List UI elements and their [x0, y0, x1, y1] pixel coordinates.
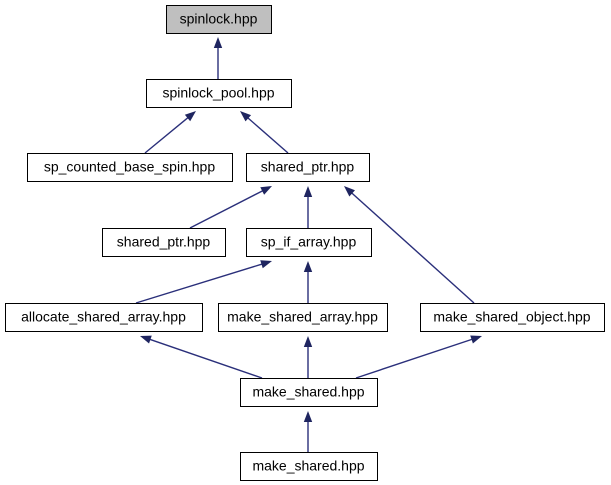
node-box[interactable]	[102, 228, 226, 257]
node-box[interactable]	[240, 452, 378, 481]
edge-make_shared_array-to-sp_if_array	[303, 261, 313, 303]
node-box[interactable]	[218, 303, 388, 332]
node-shared_ptr_r4[interactable]: shared_ptr.hpp	[102, 228, 226, 257]
node-box[interactable]	[5, 303, 203, 332]
edge-line	[135, 263, 264, 304]
edge-arrowhead	[213, 37, 223, 48]
edge-line	[355, 338, 474, 379]
edge-arrowhead	[303, 186, 313, 197]
edge-arrowhead	[184, 111, 196, 122]
edge-line	[148, 338, 263, 379]
edge-arrowhead	[140, 335, 152, 344]
edge-arrowhead	[303, 336, 313, 347]
edge-shared_ptr_r3-to-spinlock_pool	[240, 111, 289, 154]
node-box[interactable]	[27, 153, 233, 182]
node-box[interactable]	[246, 228, 372, 257]
edge-make_shared_r6-to-make_shared_object	[355, 335, 482, 379]
edge-arrowhead	[260, 260, 272, 269]
node-make_shared_object[interactable]: make_shared_object.hpp	[420, 303, 605, 332]
edge-sp_if_array-to-shared_ptr_r3	[303, 186, 313, 228]
node-box[interactable]	[166, 5, 272, 34]
node-box[interactable]	[420, 303, 605, 332]
edge-allocate_shared_array-to-sp_if_array	[135, 260, 272, 304]
edge-make_shared_r7-to-make_shared_r6	[303, 411, 313, 452]
edge-arrowhead	[303, 261, 313, 272]
edge-arrowhead	[470, 335, 482, 344]
node-shared_ptr_r3[interactable]: shared_ptr.hpp	[246, 153, 370, 182]
edge-make_shared_r6-to-allocate_shared_array	[140, 335, 263, 379]
edge-line	[350, 191, 475, 304]
node-make_shared_array[interactable]: make_shared_array.hpp	[218, 303, 388, 332]
edge-shared_ptr_r4-to-shared_ptr_r3	[189, 186, 272, 229]
edge-arrowhead	[240, 111, 252, 122]
node-spinlock_pool[interactable]: spinlock_pool.hpp	[146, 79, 292, 108]
edge-line	[246, 116, 289, 154]
edge-make_shared_r6-to-make_shared_array	[303, 336, 313, 378]
node-box[interactable]	[146, 79, 292, 108]
edge-line	[144, 116, 190, 154]
node-allocate_shared_array[interactable]: allocate_shared_array.hpp	[5, 303, 203, 332]
edge-arrowhead	[260, 186, 272, 195]
edge-make_shared_object-to-shared_ptr_r3	[344, 186, 475, 304]
node-box[interactable]	[246, 153, 370, 182]
edge-arrowhead	[344, 186, 355, 197]
edge-sp_counted_base_spin-to-spinlock_pool	[144, 111, 196, 154]
node-sp_if_array[interactable]: sp_if_array.hpp	[246, 228, 372, 257]
edges-layer	[135, 37, 482, 452]
edge-arrowhead	[303, 411, 313, 422]
node-box[interactable]	[240, 378, 378, 407]
nodes-layer: spinlock.hpp spinlock_pool.hpp sp_counted_…	[5, 5, 605, 481]
node-make_shared_r6[interactable]: make_shared.hpp	[240, 378, 378, 407]
node-sp_counted_base_spin[interactable]: sp_counted_base_spin.hpp	[27, 153, 233, 182]
node-make_shared_r7[interactable]: make_shared.hpp	[240, 452, 378, 481]
node-spinlock[interactable]: spinlock.hpp	[166, 5, 272, 34]
edge-line	[189, 189, 264, 229]
edge-spinlock_pool-to-spinlock	[213, 37, 223, 79]
